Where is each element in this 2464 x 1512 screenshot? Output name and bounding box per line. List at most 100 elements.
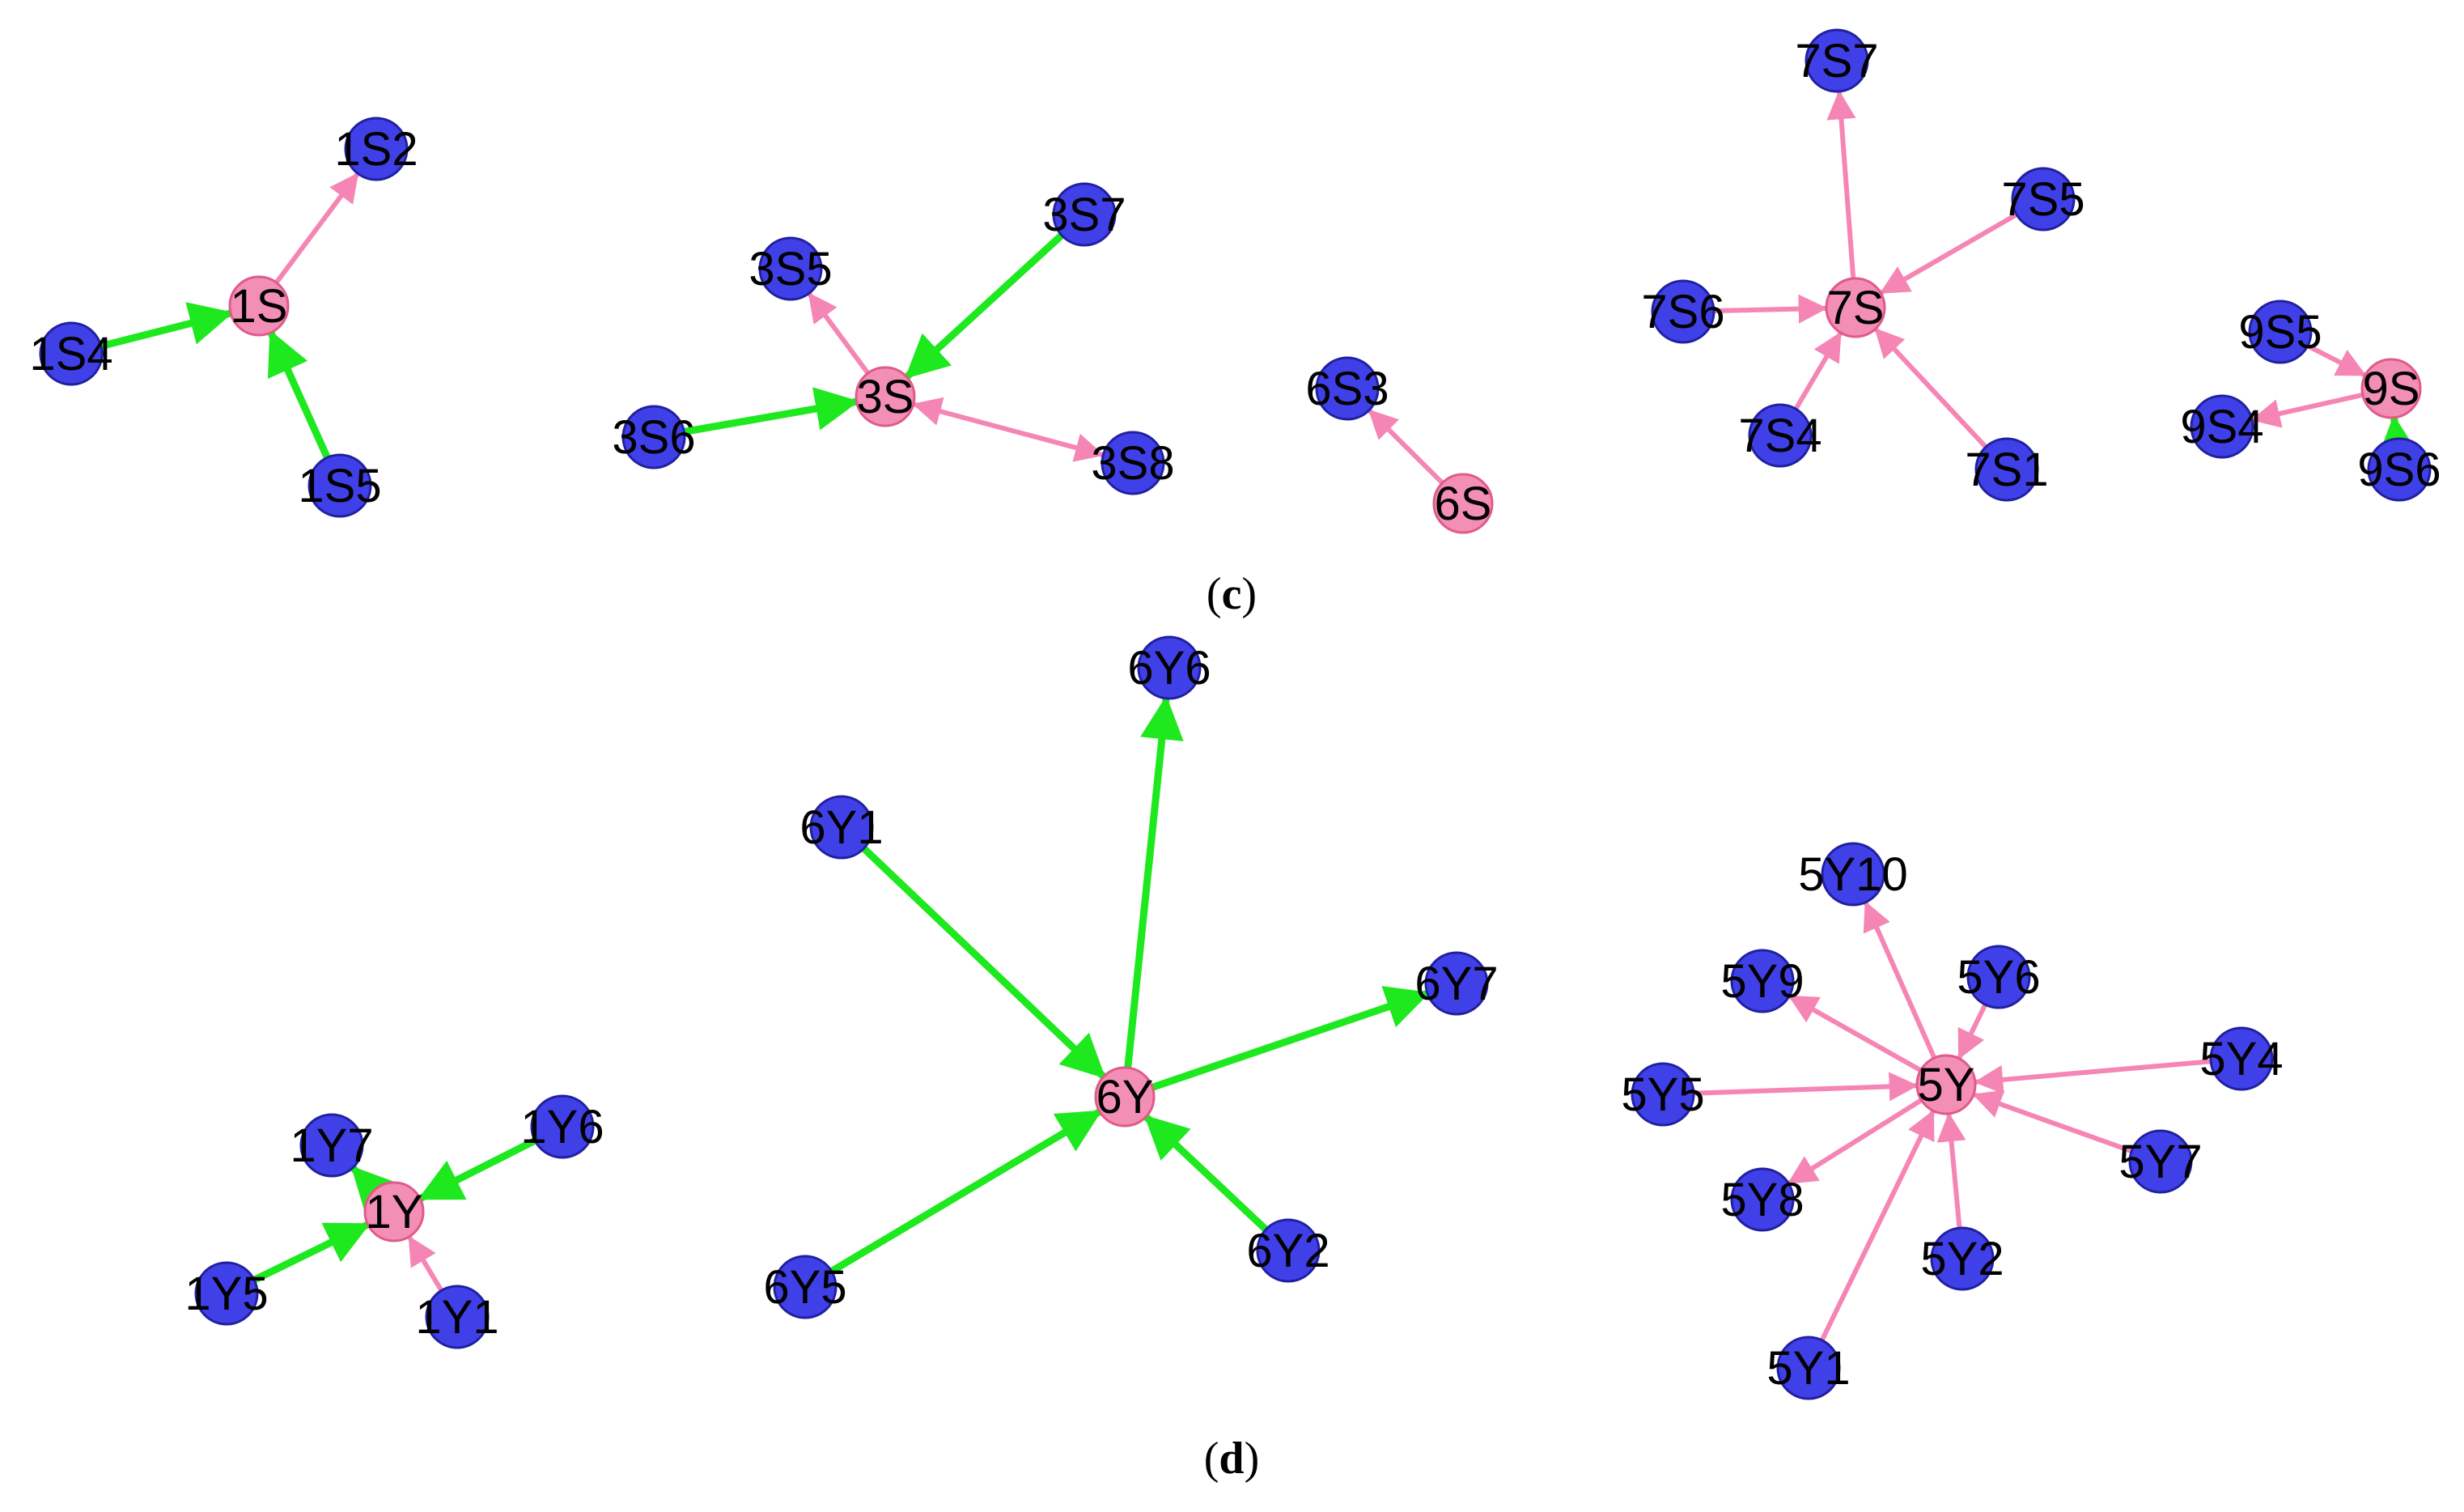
edge-3S6-3S	[681, 387, 859, 435]
node-label-6Y6: 6Y6	[1127, 642, 1211, 694]
node-3S5	[758, 236, 823, 301]
node-label-5Y4: 5Y4	[2199, 1033, 2283, 1085]
node-5Y	[1915, 1054, 1977, 1115]
edge-1Y-1Y7	[350, 1165, 397, 1213]
node-label-7S7: 7S7	[1795, 35, 1878, 87]
node-1Y	[363, 1181, 425, 1242]
node-label-1Y1: 1Y1	[415, 1291, 498, 1344]
node-label-1S2: 1S2	[334, 123, 418, 176]
node-6Y1	[809, 795, 874, 860]
node-5Y10	[1821, 842, 1885, 907]
node-5Y8	[1730, 1167, 1795, 1232]
edges-layer	[99, 90, 2420, 1342]
node-label-5Y1: 5Y1	[1766, 1342, 1850, 1395]
node-3S	[855, 366, 916, 427]
node-1Y1	[425, 1285, 490, 1349]
edge-5Y6-5Y	[1957, 1003, 1987, 1060]
node-label-7S: 7S	[1827, 282, 1885, 334]
node-label-7S1: 7S1	[1965, 444, 2048, 496]
edge-1Y1-1Y	[407, 1235, 443, 1292]
edge-5Y5-5Y	[1692, 1072, 1919, 1102]
edge-5Y-5Y8	[1787, 1098, 1923, 1185]
node-7S7	[1805, 28, 1869, 93]
edge-6Y-6Y6	[1124, 695, 1184, 1070]
edge-6Y2-6Y	[1143, 1114, 1269, 1233]
node-5Y7	[2128, 1129, 2193, 1194]
node-label-6S3: 6S3	[1305, 363, 1389, 415]
node-label-1Y6: 1Y6	[520, 1101, 604, 1153]
node-label-6Y1: 6Y1	[799, 801, 883, 854]
node-label-5Y8: 5Y8	[1720, 1174, 1804, 1226]
node-label-9S4: 9S4	[2180, 401, 2263, 453]
node-label-7S6: 7S6	[1641, 286, 1724, 338]
node-label-3S: 3S	[857, 371, 914, 423]
node-5Y5	[1631, 1062, 1695, 1127]
node-label-9S6: 9S6	[2357, 444, 2441, 496]
node-5Y9	[1730, 949, 1795, 1013]
edge-5Y1-5Y	[1820, 1109, 1936, 1342]
node-1S4	[39, 321, 104, 386]
node-6Y5	[773, 1255, 838, 1319]
node-1Y5	[194, 1261, 259, 1326]
node-5Y2	[1930, 1226, 1995, 1291]
edge-7S1-7S	[1873, 327, 1987, 448]
node-9S4	[2190, 394, 2254, 459]
node-3S6	[621, 405, 686, 469]
node-9S5	[2248, 299, 2313, 364]
edge-6S-6S3	[1368, 409, 1444, 485]
node-label-3S6: 3S6	[612, 411, 695, 464]
node-6S3	[1315, 356, 1380, 421]
node-label-5Y2: 5Y2	[1920, 1233, 2004, 1285]
edge-6Y5-6Y	[829, 1108, 1102, 1275]
edge-1S5-1S	[267, 329, 331, 461]
labels-layer: 1S 1S2 1S4 1S5 3S 3S5 3S6 3S7 3S8 6S 6S3 7S 7S1 7S4 7S…	[29, 35, 2441, 1395]
node-5Y1	[1776, 1336, 1841, 1400]
node-label-5Y5: 5Y5	[1621, 1068, 1704, 1121]
edge-3S-3S8	[912, 397, 1105, 462]
edge-1S4-1S	[99, 302, 234, 350]
node-label-5Y10: 5Y10	[1798, 848, 1907, 901]
caption-d: (d)	[1204, 1433, 1259, 1484]
edge-7S-7S7	[1826, 90, 1856, 280]
edge-9S5-9S	[2306, 344, 2367, 377]
node-6Y6	[1137, 635, 1202, 700]
node-label-1Y: 1Y	[366, 1186, 423, 1238]
node-1S5	[307, 453, 372, 518]
node-label-1S5: 1S5	[298, 460, 381, 512]
node-label-6S: 6S	[1435, 478, 1492, 530]
node-label-1Y7: 1Y7	[290, 1119, 373, 1172]
node-1Y6	[530, 1094, 595, 1159]
node-label-5Y9: 5Y9	[1720, 955, 1804, 1008]
node-label-7S4: 7S4	[1738, 410, 1821, 462]
node-label-5Y6: 5Y6	[1957, 951, 2040, 1004]
node-label-3S5: 3S5	[749, 243, 832, 295]
edge-1S-1S2	[274, 172, 360, 284]
node-6Y2	[1256, 1218, 1321, 1283]
node-6S	[1432, 473, 1494, 534]
node-7S	[1825, 277, 1886, 338]
edge-6Y-6Y7	[1150, 986, 1431, 1091]
caption-c: (c)	[1207, 569, 1257, 619]
nodes-layer	[39, 28, 2432, 1400]
node-5Y4	[2209, 1026, 2274, 1091]
node-label-6Y7: 6Y7	[1414, 958, 1498, 1010]
node-label-1S4: 1S4	[29, 328, 112, 380]
node-7S5	[2011, 167, 2076, 231]
edge-5Y-5Y9	[1788, 994, 1922, 1072]
node-label-6Y5: 6Y5	[763, 1261, 846, 1314]
node-label-5Y: 5Y	[1918, 1059, 1975, 1111]
node-label-6Y2: 6Y2	[1246, 1225, 1330, 1277]
node-1S	[228, 275, 290, 337]
node-3S8	[1101, 431, 1165, 495]
node-7S1	[1974, 437, 2039, 502]
edge-1Y6-1Y	[418, 1137, 537, 1202]
node-label-6Y: 6Y	[1096, 1071, 1154, 1123]
edge-5Y-5Y10	[1863, 901, 1936, 1060]
node-label-9S5: 9S5	[2238, 306, 2322, 359]
node-label-3S7: 3S7	[1042, 189, 1126, 241]
node-label-9S: 9S	[2363, 363, 2420, 415]
node-7S6	[1651, 279, 1715, 344]
node-label-3S8: 3S8	[1091, 437, 1174, 490]
node-label-1S: 1S	[231, 280, 288, 333]
